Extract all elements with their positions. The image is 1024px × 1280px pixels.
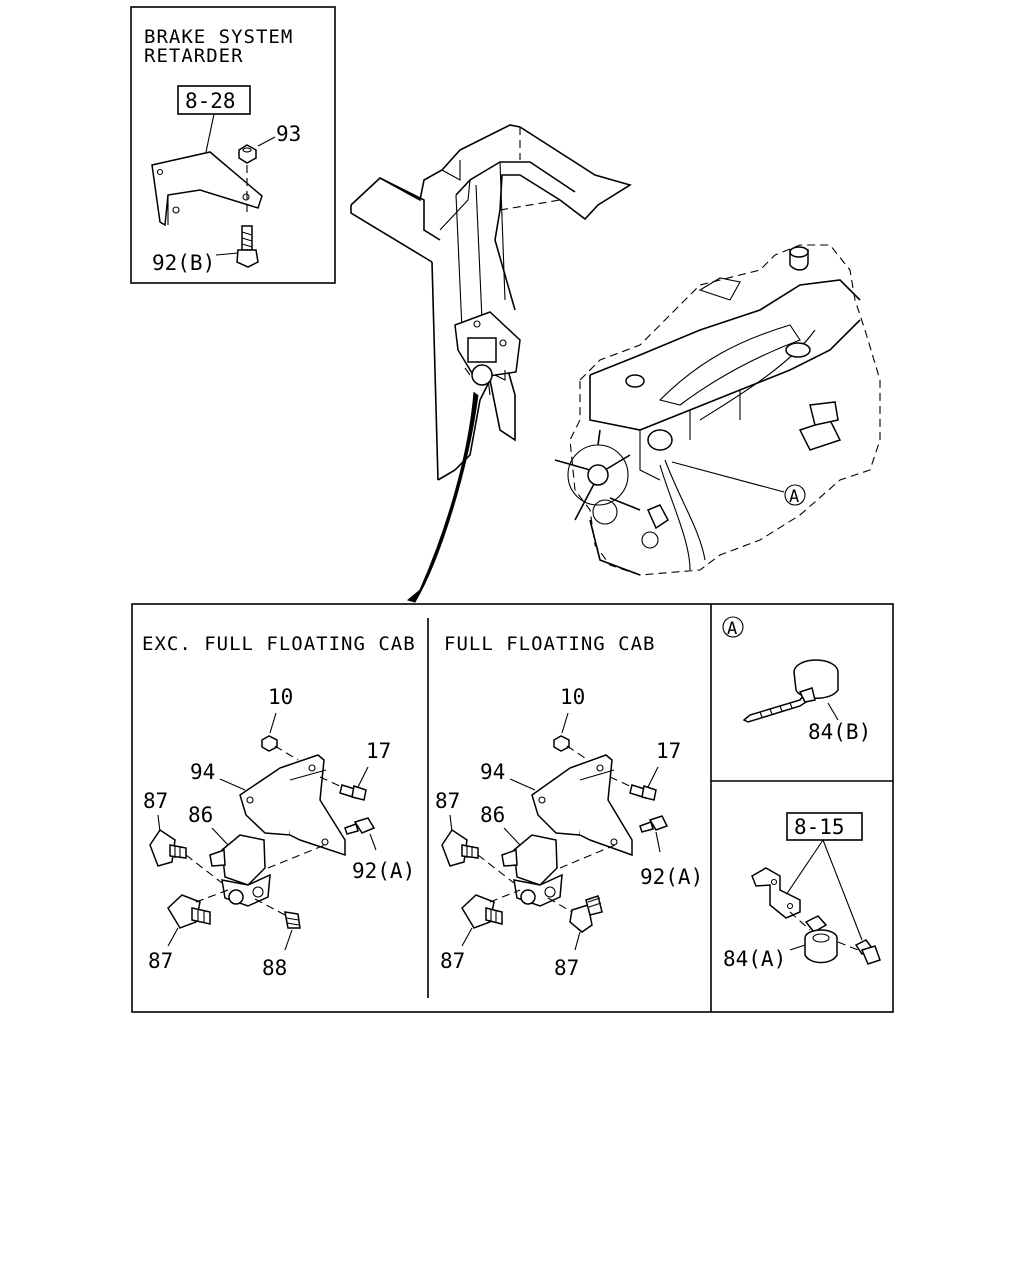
left-fitting-upper: [149, 828, 187, 867]
right-fitting-elbow: [569, 895, 603, 933]
right-callout-valve: 86: [480, 803, 505, 827]
left-bolt: [339, 784, 367, 801]
panel-full-floating-cab: FULL FLOATING CAB 10 94 17: [435, 633, 703, 980]
left-callout-bolt: 17: [366, 739, 391, 763]
frame-rail-illustration: [350, 124, 632, 603]
right-nut: [553, 735, 570, 752]
clamp-bracket: [751, 867, 801, 919]
inset-callout-nut: 93: [276, 122, 301, 146]
detail-a-tie-clip: [742, 659, 839, 723]
right-bracket: [531, 754, 633, 857]
inset-callout-bolt: 92(B): [152, 251, 215, 275]
left-callout-bracket: 94: [190, 760, 215, 784]
left-callout-valve: 86: [188, 803, 213, 827]
panel-right-heading: FULL FLOATING CAB: [444, 633, 655, 655]
left-callout-fitting-lower: 87: [148, 949, 173, 973]
inset-bracket: [151, 151, 263, 227]
right-valve: [501, 834, 563, 907]
inset-nut: [238, 144, 257, 164]
engine-illustration: A: [554, 244, 881, 576]
left-nut: [261, 735, 278, 752]
left-valve: [209, 834, 271, 907]
clamp-callout: 84(A): [723, 947, 786, 971]
right-fitting-lower: [461, 894, 503, 929]
right-screw: [639, 815, 669, 833]
right-callout-fitting-elbow: 87: [554, 956, 579, 980]
clamp-ref-label: 8-15: [794, 815, 845, 839]
clamp-cushion: [804, 915, 838, 964]
panel-left-heading: EXC. FULL FLOATING CAB: [142, 633, 416, 655]
left-callout-fitting-upper: 87: [143, 789, 168, 813]
right-callout-bracket: 94: [480, 760, 505, 784]
left-fitting-lower: [167, 894, 211, 929]
left-screw: [344, 817, 376, 835]
left-callout-nut: 10: [268, 685, 293, 709]
right-callout-fitting-upper: 87: [435, 789, 460, 813]
frame-mounted-valve: [454, 311, 521, 386]
detail-a-panel: A 84(B): [722, 616, 871, 744]
right-fitting-upper: [441, 828, 479, 867]
inset-heading-line1: BRAKE SYSTEM: [144, 26, 293, 48]
detail-a-marker: A: [727, 619, 737, 639]
panel-exc-full-floating-cab: EXC. FULL FLOATING CAB 10 94 17: [142, 633, 416, 980]
left-callout-screw: 92(A): [352, 859, 415, 883]
right-bolt: [629, 784, 657, 801]
right-callout-nut: 10: [560, 685, 585, 709]
clamp-ref-box: [786, 812, 863, 841]
clamp-detail-panel: 8-15 84(A): [723, 812, 881, 971]
inset-brake-system-retarder: BRAKE SYSTEM RETARDER 8-28 93 92(B): [130, 6, 336, 284]
inset-bolt: [236, 225, 259, 268]
clamp-bolt: [854, 939, 881, 965]
engine-detail-marker-circle: [784, 484, 806, 506]
detail-a-callout: 84(B): [808, 720, 871, 744]
left-plug: [284, 911, 301, 929]
inset-ref-label: 8-28: [185, 89, 236, 113]
left-callout-plug: 88: [262, 956, 287, 980]
inset-heading-line2: RETARDER: [144, 45, 244, 67]
right-callout-bolt: 17: [656, 739, 681, 763]
engine-detail-marker: A: [789, 487, 799, 507]
detail-panel-frame: [131, 603, 894, 1013]
right-callout-fitting-lower: 87: [440, 949, 465, 973]
right-callout-screw: 92(A): [640, 865, 703, 889]
left-bracket: [239, 754, 346, 857]
engine-fan: [554, 429, 659, 549]
